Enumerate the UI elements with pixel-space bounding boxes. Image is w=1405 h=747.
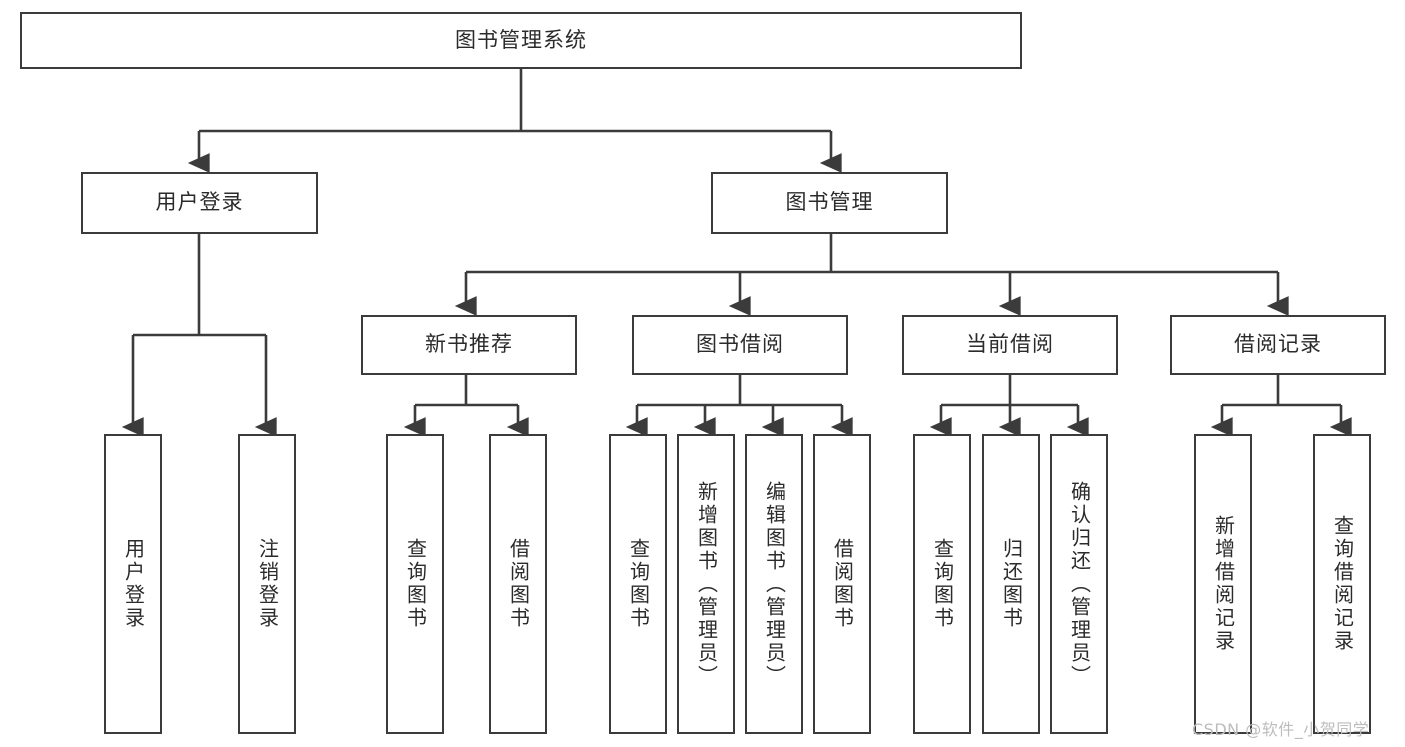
node-label: 用户登录 [121,538,146,630]
node-new-book-recommend[interactable]: 新书推荐 [361,315,577,375]
node-label: 新增图书（管理员） [694,480,719,688]
node-label: 用户登录 [155,190,244,215]
node-current-borrow[interactable]: 当前借阅 [902,315,1118,375]
leaf-current-confirm-return-admin[interactable]: 确认归还（管理员） [1050,434,1108,734]
node-label: 编辑图书（管理员） [762,480,787,688]
leaf-borrow-edit-book-admin[interactable]: 编辑图书（管理员） [745,434,803,734]
node-root-system[interactable]: 图书管理系统 [20,12,1022,69]
node-label: 归还图书 [999,538,1024,630]
leaf-new-book-borrow[interactable]: 借阅图书 [489,434,547,734]
leaf-current-query-book[interactable]: 查询图书 [913,434,971,734]
node-book-borrow[interactable]: 图书借阅 [632,315,848,375]
node-label: 借阅记录 [1234,332,1322,357]
node-label: 查询图书 [626,538,651,630]
node-borrow-records[interactable]: 借阅记录 [1170,315,1386,375]
leaf-user-login-logout[interactable]: 注销登录 [238,434,296,734]
node-label: 注销登录 [255,538,280,630]
node-label: 图书管理系统 [455,27,587,52]
node-label: 新书推荐 [425,332,513,357]
node-label: 查询图书 [403,538,428,630]
node-label: 查询图书 [930,538,955,630]
leaf-borrow-borrow-book[interactable]: 借阅图书 [813,434,871,734]
node-label: 借阅图书 [830,538,855,630]
node-label: 新增借阅记录 [1211,515,1236,653]
leaf-records-query-record[interactable]: 查询借阅记录 [1313,434,1371,734]
leaf-user-login-login[interactable]: 用户登录 [104,434,162,734]
csdn-watermark: CSDN @软件_小贺同学 [1192,720,1370,739]
node-label: 当前借阅 [966,332,1054,357]
node-label: 借阅图书 [506,538,531,630]
node-label: 查询借阅记录 [1330,515,1355,653]
leaf-records-add-record[interactable]: 新增借阅记录 [1194,434,1252,734]
node-label: 确认归还（管理员） [1067,480,1092,688]
leaf-borrow-add-book-admin[interactable]: 新增图书（管理员） [677,434,735,734]
leaf-new-book-query[interactable]: 查询图书 [386,434,444,734]
node-label: 图书借阅 [696,332,784,357]
node-user-login[interactable]: 用户登录 [81,172,318,234]
node-book-management[interactable]: 图书管理 [711,172,948,234]
node-label: 图书管理 [785,190,874,215]
leaf-current-return-book[interactable]: 归还图书 [982,434,1040,734]
leaf-borrow-query-book[interactable]: 查询图书 [609,434,667,734]
